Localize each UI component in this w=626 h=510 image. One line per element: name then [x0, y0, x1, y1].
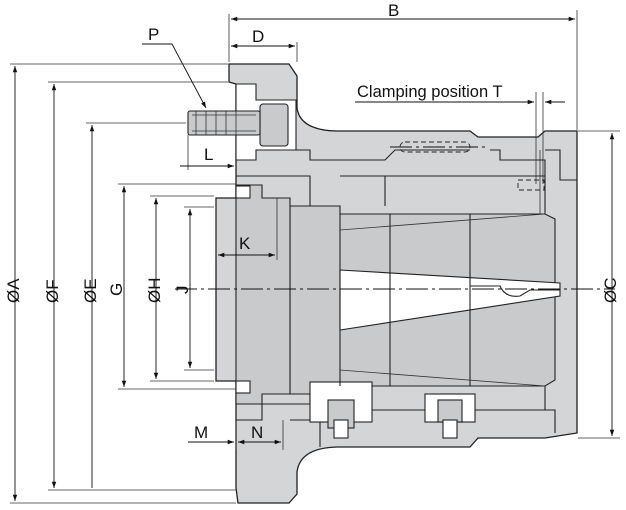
label-F: ØF — [43, 279, 62, 303]
label-N: N — [251, 423, 263, 442]
label-D: D — [252, 27, 264, 46]
label-J: J — [173, 286, 192, 295]
adapter-sleeve — [235, 184, 291, 405]
label-H: ØH — [145, 278, 164, 304]
label-G: G — [107, 283, 126, 296]
chuck-body — [187, 63, 578, 504]
dimensions: B D P Clamping position T L K M N — [4, 1, 620, 504]
label-A: ØA — [4, 278, 23, 303]
mounting-bolt-head — [259, 103, 289, 147]
label-B: B — [388, 1, 399, 20]
bottom-screw-2 — [437, 399, 463, 423]
label-M: M — [194, 423, 208, 442]
label-K: K — [239, 234, 251, 253]
set-screw-hidden — [517, 179, 545, 191]
label-C: ØC — [601, 278, 620, 304]
label-clamping-position: Clamping position T — [357, 83, 503, 101]
label-E: ØE — [81, 278, 100, 303]
label-L: L — [204, 145, 213, 164]
label-P: P — [148, 25, 159, 44]
